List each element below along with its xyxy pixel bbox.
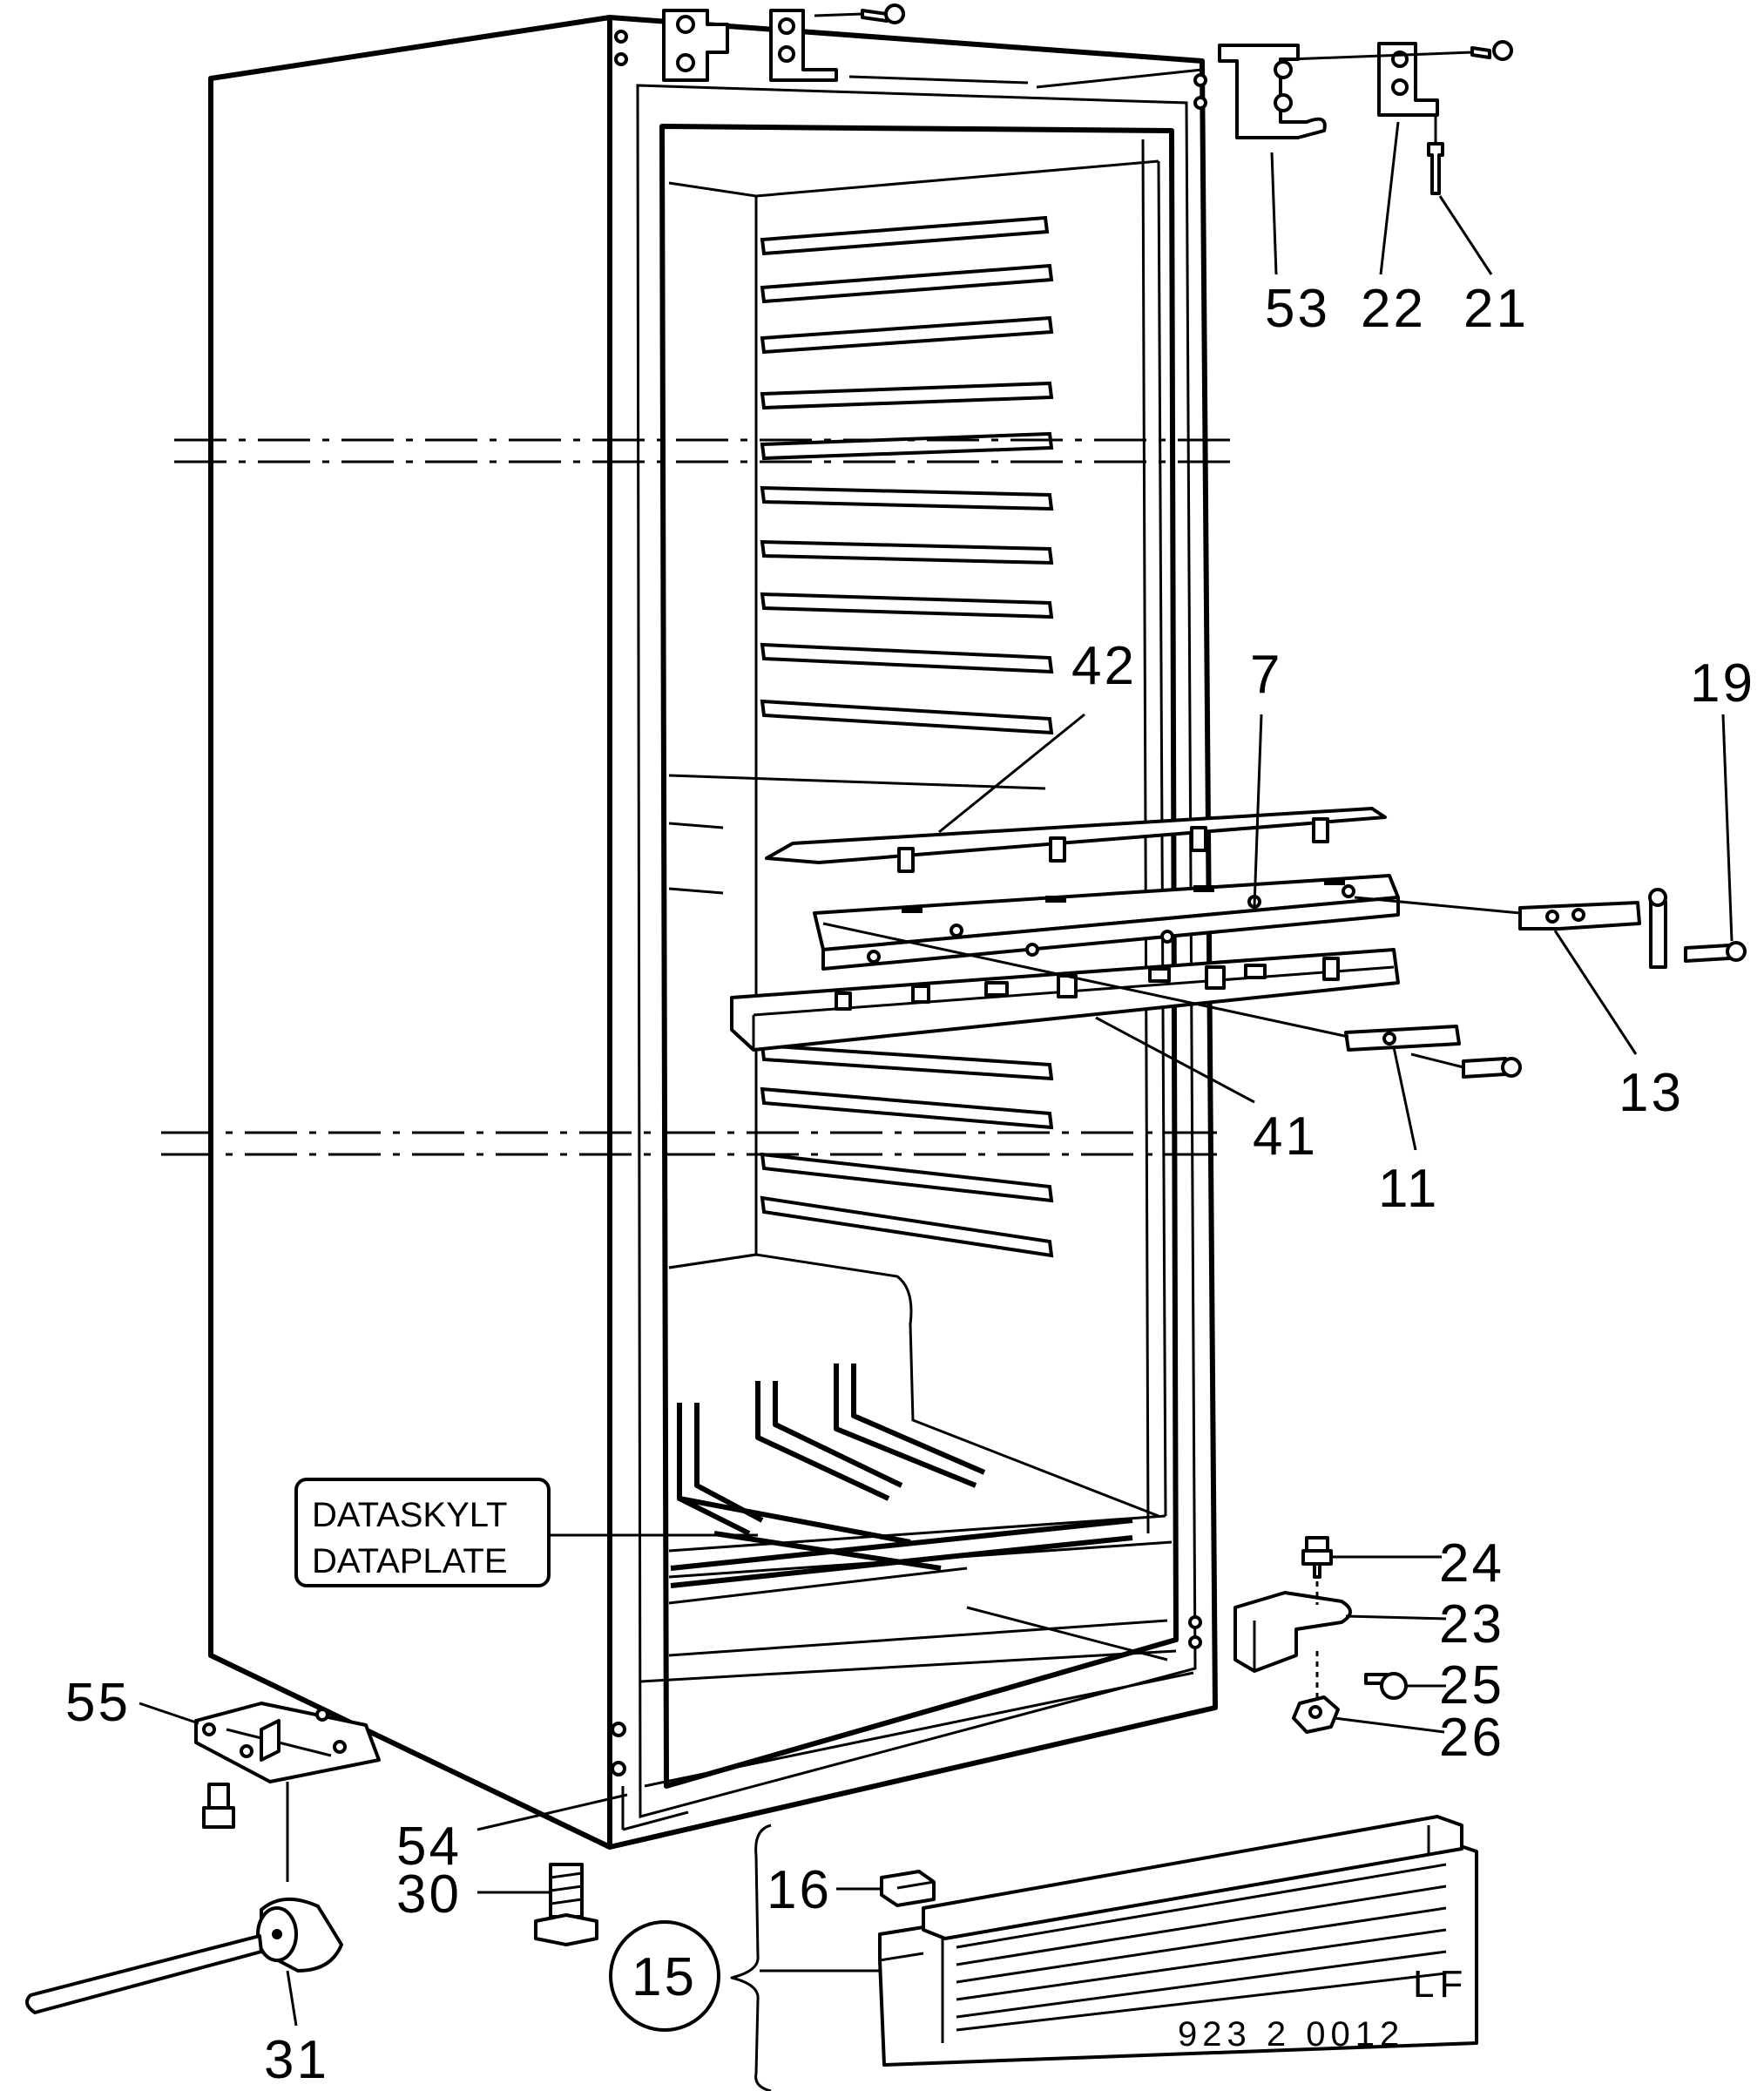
hinge-22 (1288, 40, 1513, 117)
screw-25 (1364, 1672, 1446, 1700)
label-26: 26 (1439, 1708, 1504, 1768)
label-55: 55 (65, 1673, 131, 1733)
leader-21 (1438, 195, 1493, 275)
label-15: 15 (632, 1947, 697, 2007)
leader-22 (1379, 121, 1400, 275)
leg-31 (25, 1782, 343, 2027)
label-54: 54 (396, 1817, 462, 1877)
break-lines (161, 438, 1237, 1156)
leader-41 (1095, 1016, 1255, 1104)
label-23: 23 (1439, 1594, 1504, 1655)
bracket-7 (813, 874, 1400, 971)
data-plate-line-2: DATAPLATE (312, 1542, 508, 1580)
upper-shelf-ribs (760, 215, 1054, 735)
leader-54 (476, 1793, 628, 1831)
leader-7 (1253, 714, 1263, 907)
data-plate-callout: DATASKYLT DATAPLATE (294, 1478, 758, 1587)
plate-11 (822, 922, 1461, 1052)
leader-42 (938, 713, 1085, 834)
nut-26 (1292, 1695, 1445, 1734)
leader-11 (1392, 1046, 1417, 1151)
label-25: 25 (1439, 1655, 1504, 1715)
lower-shelf-ribs (760, 1043, 1054, 1258)
label-31: 31 (264, 2030, 329, 2090)
cooling-tubes (670, 1364, 1133, 1588)
leader-13 (1553, 930, 1638, 1055)
drawing-number: 923 2 0012 (1178, 2015, 1404, 2054)
part-number-labels: 53 22 21 42 7 19 13 41 11 24 23 25 26 55… (65, 279, 1755, 2090)
screw-55 (202, 1783, 235, 1829)
hinge-23 (1233, 1581, 1447, 1699)
hinge-53 (1218, 44, 1327, 139)
leader-53 (1270, 152, 1278, 275)
label-19: 19 (1690, 653, 1755, 714)
label-22: 22 (1361, 279, 1426, 339)
bracket-55 (139, 1702, 381, 1783)
label-53: 53 (1265, 279, 1330, 339)
pin-21 (1427, 115, 1444, 195)
top-screw (814, 3, 905, 24)
label-11: 11 (1378, 1159, 1439, 1219)
clip-16 (836, 1870, 936, 1907)
hinge-13 (1354, 888, 1667, 969)
top-hinge-left-bracket (662, 9, 729, 82)
label-30: 30 (396, 1864, 462, 1925)
label-41: 41 (1253, 1106, 1318, 1167)
tray-41 (730, 948, 1400, 1052)
data-plate-line-1: DATASKYLT (312, 1496, 508, 1534)
variant-code: LF (1413, 1963, 1468, 2006)
label-24: 24 (1439, 1533, 1504, 1594)
top-hinge-right-plate (769, 9, 838, 82)
leader-19 (1721, 714, 1734, 942)
rail-42 (765, 807, 1387, 873)
pin-24 (1301, 1536, 1442, 1579)
label-13: 13 (1619, 1063, 1684, 1123)
label-7: 7 (1250, 645, 1282, 705)
label-42: 42 (1071, 636, 1137, 696)
brace-15 (609, 1824, 880, 2091)
label-16: 16 (767, 1860, 832, 1920)
cabinet-body (208, 15, 1218, 1850)
bolt-30 (477, 1863, 598, 1946)
screw-19 (1684, 941, 1747, 963)
label-21: 21 (1463, 279, 1529, 339)
kick-plate-15 (878, 1815, 1478, 2067)
screw-11 (1410, 1052, 1522, 1079)
